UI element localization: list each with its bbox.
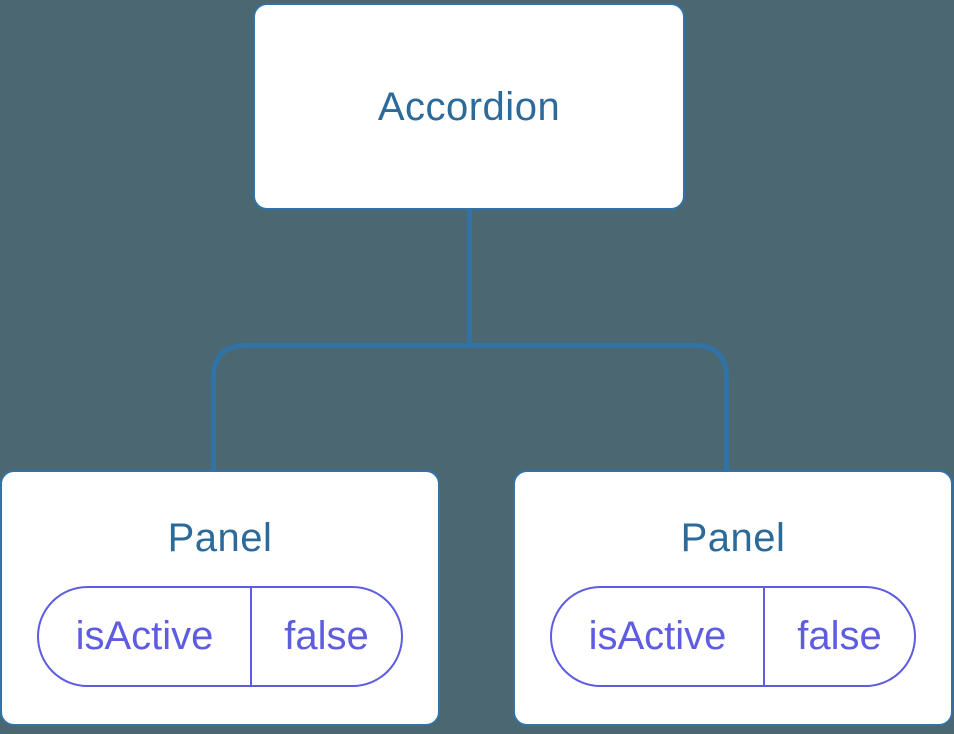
- prop-pill-isactive-1: isActive false: [37, 586, 403, 687]
- node-accordion: Accordion: [253, 3, 685, 210]
- node-panel-1-label: Panel: [167, 516, 273, 560]
- prop-divider: [250, 588, 252, 685]
- node-accordion-label: Accordion: [377, 84, 561, 129]
- prop-value: false: [284, 614, 369, 658]
- node-panel-1: Panel isActive false: [0, 470, 440, 726]
- prop-value: false: [797, 614, 882, 658]
- node-panel-2: Panel isActive false: [513, 470, 953, 726]
- prop-divider: [763, 588, 765, 685]
- prop-pill-isactive-2: isActive false: [550, 586, 916, 687]
- node-panel-2-label: Panel: [680, 516, 786, 560]
- prop-name: isActive: [588, 614, 727, 658]
- connector-branch: [211, 343, 729, 472]
- prop-name: isActive: [75, 614, 214, 658]
